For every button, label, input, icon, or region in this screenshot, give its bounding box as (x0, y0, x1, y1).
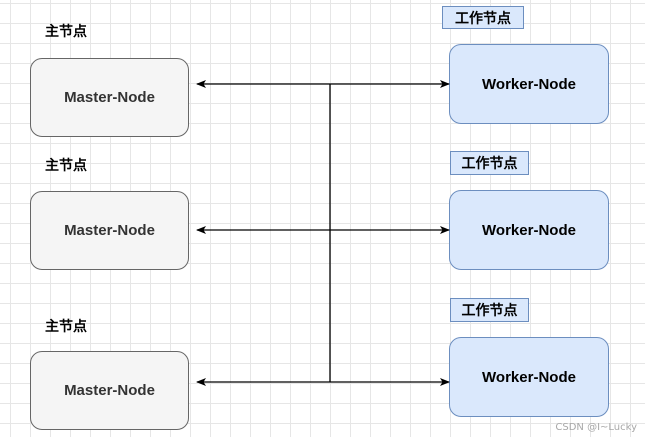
worker-label-1: 工作节点 (442, 6, 524, 29)
master-label-1: 主节点 (45, 24, 87, 40)
worker-node-1[interactable]: Worker-Node (449, 44, 609, 124)
master-node-3[interactable]: Master-Node (30, 351, 189, 430)
master-label-2: 主节点 (45, 158, 87, 174)
worker-node-2[interactable]: Worker-Node (449, 190, 609, 270)
worker-node-3[interactable]: Worker-Node (449, 337, 609, 417)
master-node-1[interactable]: Master-Node (30, 58, 189, 137)
watermark: CSDN @I~Lucky (555, 422, 637, 433)
worker-label-2: 工作节点 (450, 151, 529, 175)
worker-label-3: 工作节点 (450, 298, 529, 322)
master-node-2[interactable]: Master-Node (30, 191, 189, 270)
master-label-3: 主节点 (45, 319, 87, 335)
